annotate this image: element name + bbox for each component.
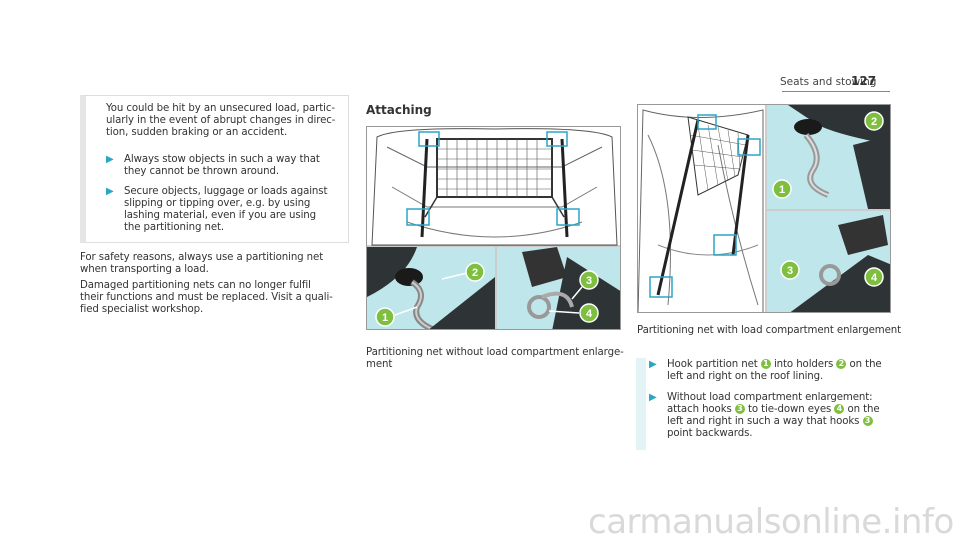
warning-box — [80, 95, 349, 243]
cargo-net-illustration: 2 1 3 4 — [367, 128, 620, 329]
svg-text:4: 4 — [586, 308, 593, 320]
page-number: 127 — [851, 74, 877, 88]
cargo-net-enlarged-illustration: 2 1 3 4 — [638, 105, 890, 312]
callout-4: 4 — [864, 267, 884, 287]
step-1: Hook partition net 1 into holders 2 on t… — [667, 359, 882, 382]
svg-text:1: 1 — [779, 184, 785, 196]
section-title: Attaching — [366, 103, 432, 117]
step-arrow-icon: ▶ — [649, 392, 657, 403]
svg-text:3: 3 — [787, 265, 793, 277]
step-arrow-icon: ▶ — [649, 359, 657, 370]
figure-caption-without: Partitioning net without load compartmen… — [366, 347, 624, 370]
svg-text:4: 4 — [871, 272, 878, 284]
svg-text:1: 1 — [382, 312, 388, 324]
callout-3: 3 — [780, 260, 800, 280]
callout-3-inline: 3 — [862, 416, 873, 426]
bullet-arrow-icon: ▶ — [106, 154, 114, 165]
figure-with-enlargement: 2 1 3 4 — [637, 104, 891, 313]
watermark: carmanualsonline.info — [588, 502, 954, 542]
steps-bar — [636, 358, 646, 450]
figure-without-enlargement: 2 1 3 4 — [366, 126, 621, 330]
header-rule — [782, 91, 890, 92]
callout-4: 4 — [548, 303, 599, 323]
callout-4-inline: 4 — [834, 404, 845, 414]
callout-2-inline: 2 — [836, 359, 847, 369]
damage-paragraph: Damaged partitioning nets can no longer … — [80, 280, 333, 315]
safety-paragraph: For safety reasons, always use a partiti… — [80, 252, 324, 275]
running-title: Seats and stowing — [780, 76, 877, 88]
step-2: Without load compartment enlargement: at… — [667, 392, 880, 439]
callout-1: 1 — [772, 179, 792, 199]
warning-bullet-2: Secure objects, luggage or loads against… — [124, 186, 328, 233]
warning-text: You could be hit by an unsecured load, p… — [106, 103, 336, 138]
callout-2: 2 — [864, 111, 884, 131]
callout-1-inline: 1 — [760, 359, 771, 369]
callout-1: 1 — [375, 306, 418, 327]
figure-caption-with: Partitioning net with load compartment e… — [637, 325, 901, 336]
svg-text:2: 2 — [472, 267, 478, 279]
warning-bullet-1: Always stow objects in such a way that t… — [124, 154, 320, 177]
svg-text:2: 2 — [871, 116, 877, 128]
svg-text:3: 3 — [586, 275, 592, 287]
callout-3: 3 — [571, 270, 599, 300]
bullet-arrow-icon: ▶ — [106, 186, 114, 197]
callout-2: 2 — [441, 262, 485, 282]
callout-3-inline: 3 — [734, 404, 745, 414]
